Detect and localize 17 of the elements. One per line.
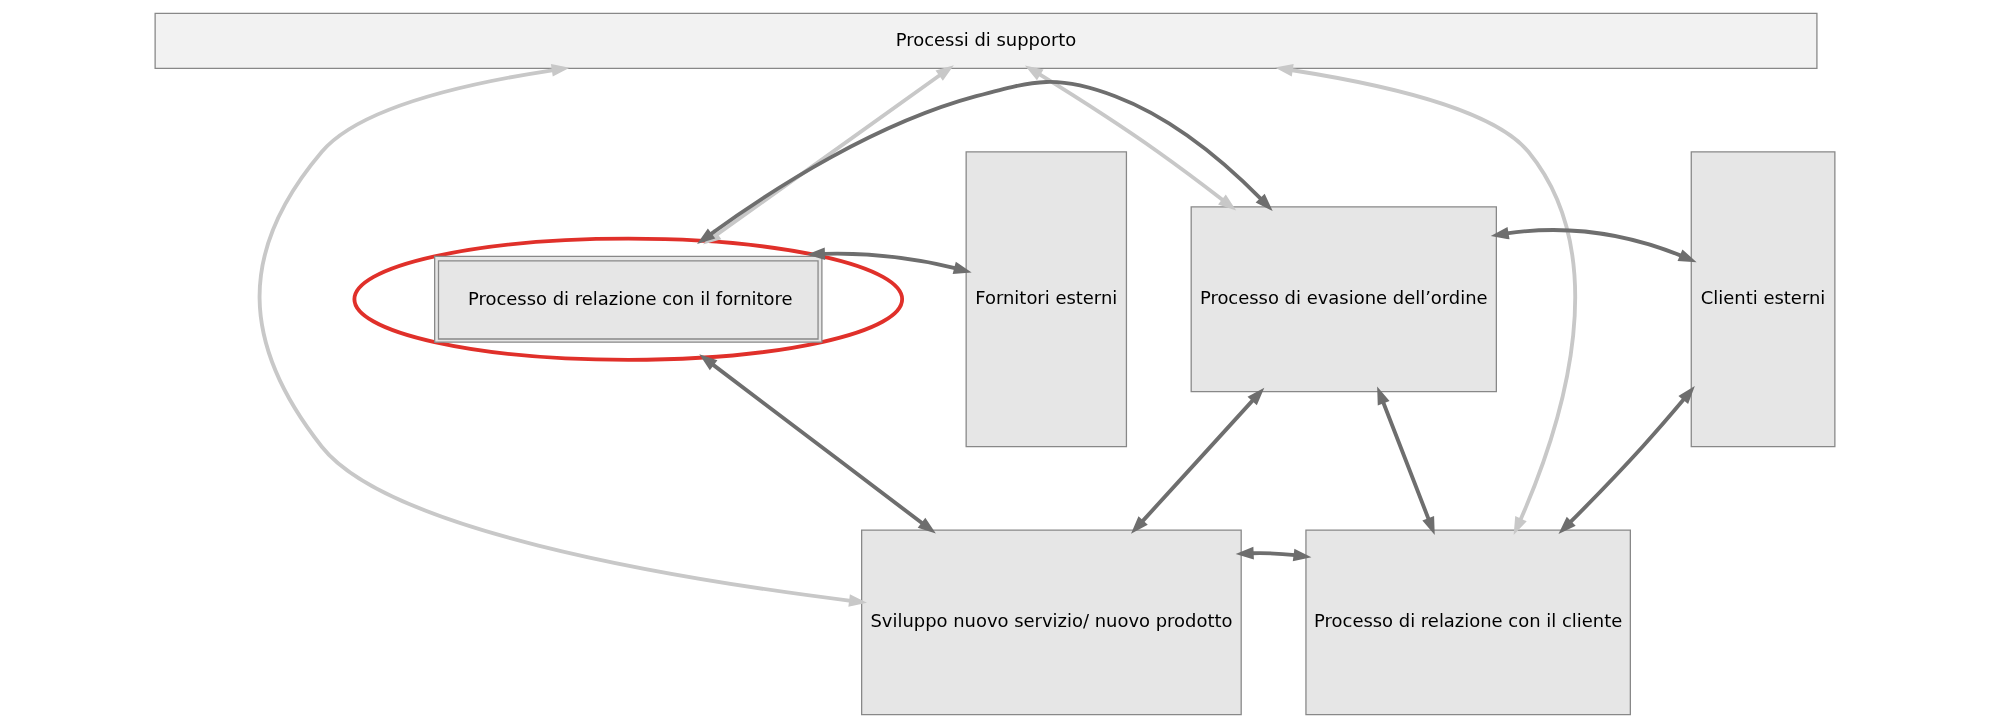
arrow	[1274, 64, 1577, 536]
node-box: Processi di supporto	[154, 12, 1818, 70]
node-box: Processo di relazione con il cliente	[1304, 529, 1631, 716]
arrow	[1376, 386, 1435, 535]
arrow	[698, 354, 936, 534]
arrow	[1558, 386, 1695, 535]
arrow	[1235, 546, 1311, 562]
node-ellipse: Processo di relazione con il fornitore	[351, 236, 904, 362]
arrow	[1130, 387, 1264, 534]
node-box: Clienti esterni	[1690, 151, 1835, 448]
node-box: Sviluppo nuovo servizio/ nuovo prodotto	[860, 529, 1242, 716]
arrow	[1024, 65, 1236, 211]
node-box: Processo di evasione dell’ordine	[1190, 206, 1497, 393]
arrow	[806, 247, 972, 275]
arrow	[257, 64, 867, 607]
arrow	[1490, 226, 1697, 263]
node-box: Fornitori esterni	[965, 151, 1127, 448]
